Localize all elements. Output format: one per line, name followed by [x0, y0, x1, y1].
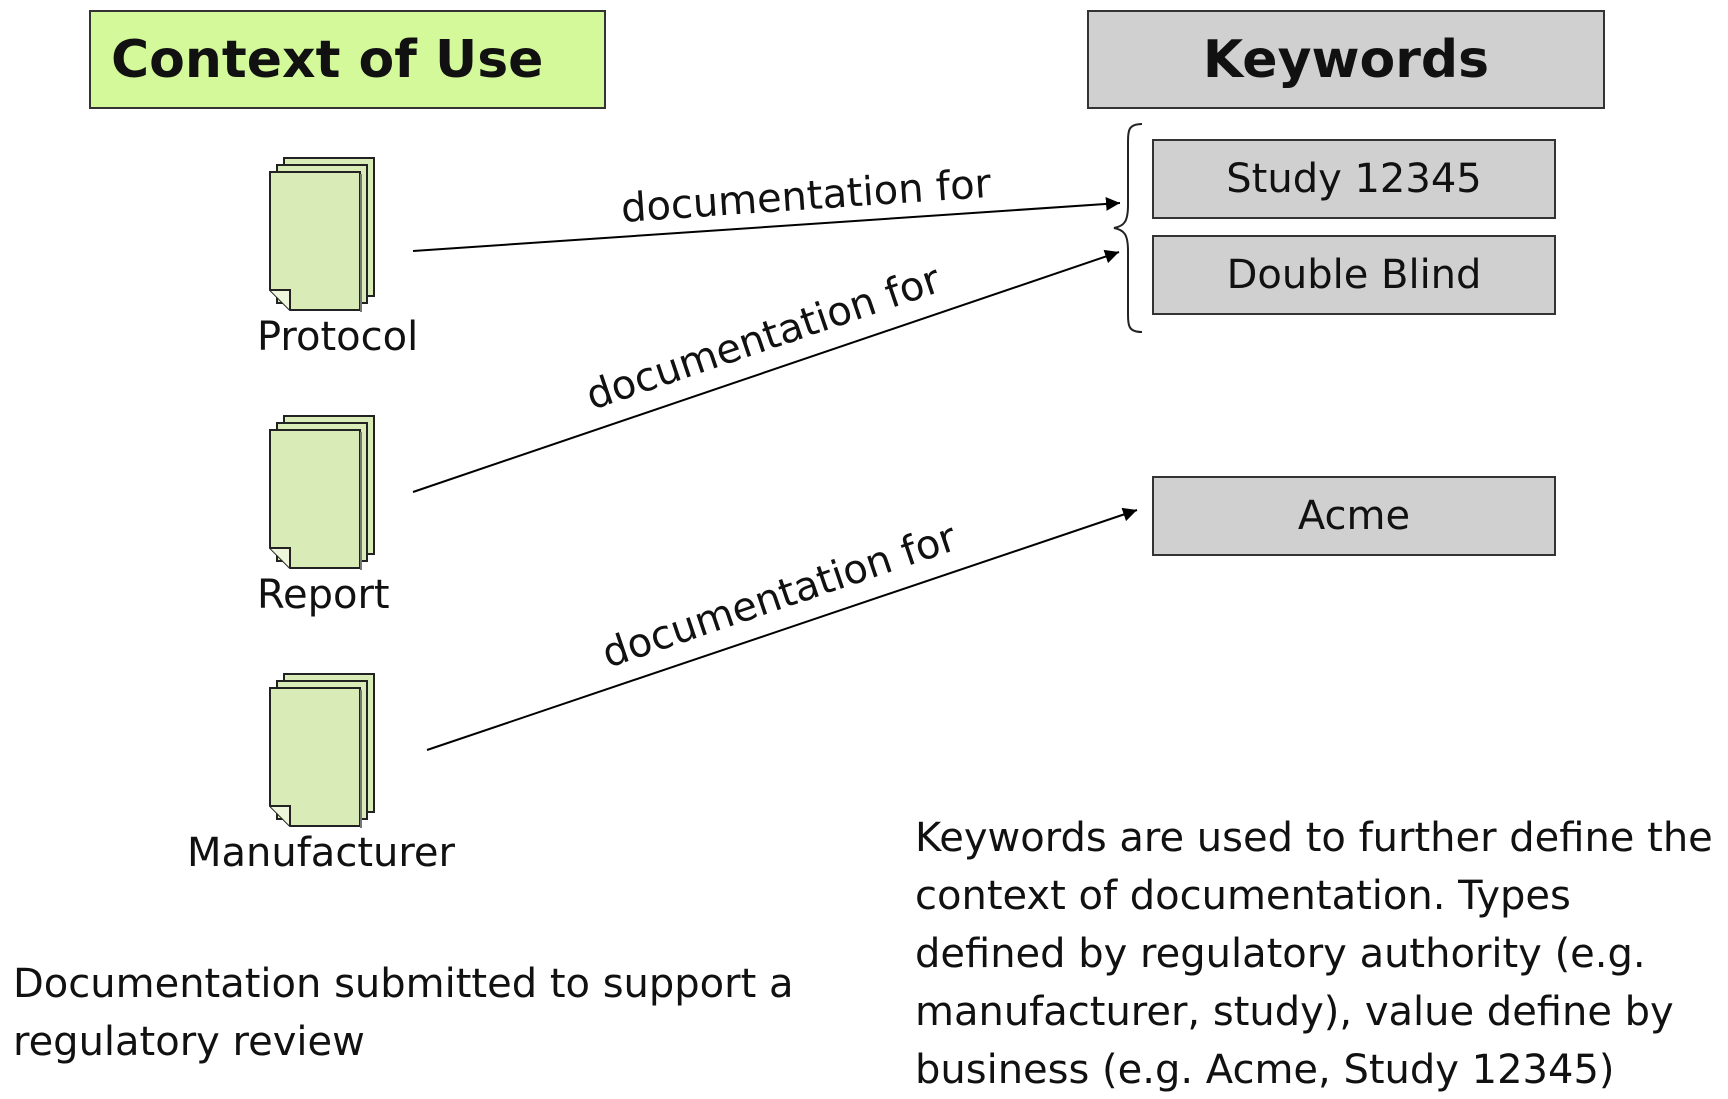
document-stack-icon-protocol — [269, 157, 375, 313]
edge-label-1: documentation for — [620, 161, 993, 232]
keyword-box-double-blind: Double Blind — [1152, 235, 1556, 315]
brace-icon — [1113, 123, 1143, 333]
edge-label-2: documentation for — [580, 256, 946, 419]
document-label-report: Report — [257, 572, 390, 618]
keyword-box-study: Study 12345 — [1152, 139, 1556, 219]
arrow-protocol-to-study — [412, 196, 1121, 252]
arrow-manufacturer-to-acme — [426, 507, 1138, 751]
keyword-label-double-blind: Double Blind — [1226, 252, 1482, 298]
edge-label-3: documentation for — [596, 514, 962, 677]
arrow-report-to-blind — [412, 249, 1120, 493]
context-of-use-title: Context of Use — [111, 29, 544, 90]
document-stack-icon-manufacturer — [269, 673, 375, 829]
context-of-use-header: Context of Use — [89, 10, 606, 109]
keywords-description: Keywords are used to further define the … — [915, 815, 1713, 1093]
document-label-manufacturer: Manufacturer — [187, 830, 455, 876]
document-label-protocol: Protocol — [257, 314, 419, 360]
keyword-label-study: Study 12345 — [1226, 156, 1482, 202]
keywords-header: Keywords — [1087, 10, 1605, 109]
documentation-description: Documentation submitted to support a reg… — [13, 961, 794, 1065]
document-stack-icon-report — [269, 415, 375, 571]
keywords-title: Keywords — [1202, 29, 1490, 90]
keyword-label-acme: Acme — [1297, 493, 1411, 539]
keyword-box-acme: Acme — [1152, 476, 1556, 556]
